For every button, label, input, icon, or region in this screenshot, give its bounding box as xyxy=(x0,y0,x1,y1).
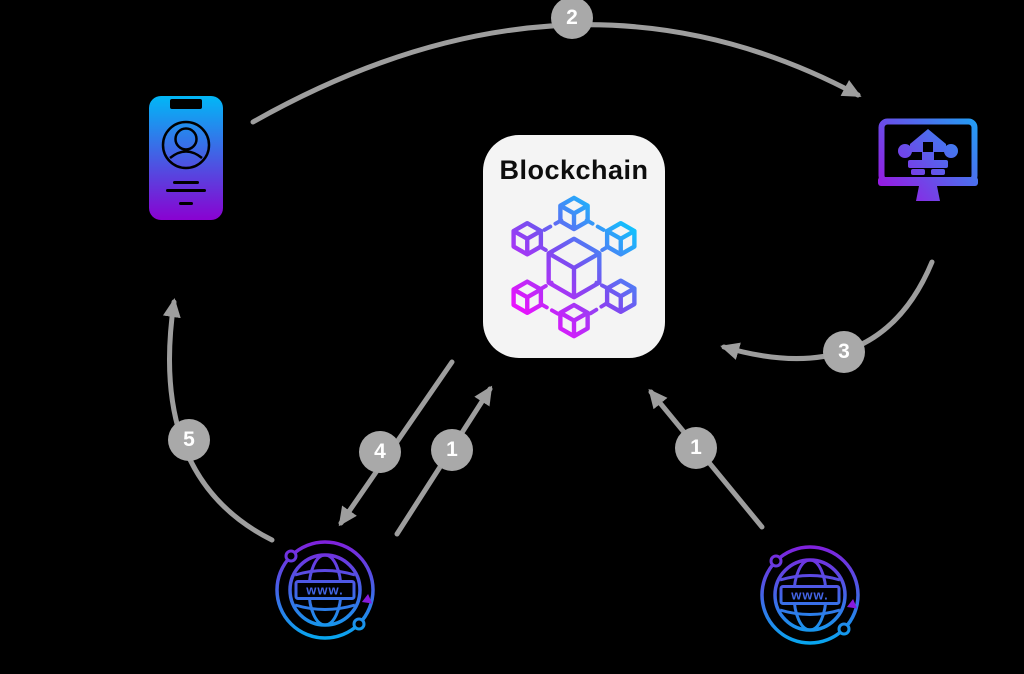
cube-bottom-left xyxy=(511,279,544,315)
orbit-node-icon xyxy=(352,617,366,631)
blockchain-network-icon xyxy=(511,195,637,339)
desktop-monitor-icon xyxy=(878,118,978,201)
globe-www-icon-left: www. xyxy=(275,540,375,640)
www-label: www. xyxy=(790,588,828,603)
orbit-node-icon xyxy=(284,549,298,563)
cube-bottom xyxy=(558,302,590,339)
cube-top-right xyxy=(604,221,637,257)
blockchain-title: Blockchain xyxy=(499,155,649,185)
step-badge-2: 2 xyxy=(551,0,593,39)
step-badge-5: 5 xyxy=(168,419,210,461)
cube-top-left xyxy=(511,221,544,257)
step-badge-1-right: 1 xyxy=(675,427,717,469)
step-badge-4: 4 xyxy=(359,431,401,473)
cube-bottom-right xyxy=(604,278,637,315)
www-label: www. xyxy=(305,583,343,598)
arrow-step-2 xyxy=(250,22,862,125)
step-badge-1-left: 1 xyxy=(431,429,473,471)
orbit-arrowhead-icon xyxy=(361,594,373,604)
smartphone-user-icon xyxy=(149,96,223,220)
step-badge-3: 3 xyxy=(823,331,865,373)
orbit-node-icon xyxy=(769,554,783,568)
cube-top xyxy=(558,195,590,232)
cube-center xyxy=(546,236,602,300)
smart-home-glyph xyxy=(898,129,958,175)
blockchain-card: Blockchain xyxy=(483,135,665,358)
orbit-arrowhead-icon xyxy=(846,599,858,609)
globe-www-icon-right: www. xyxy=(760,545,860,645)
orbit-node-icon xyxy=(837,622,851,636)
